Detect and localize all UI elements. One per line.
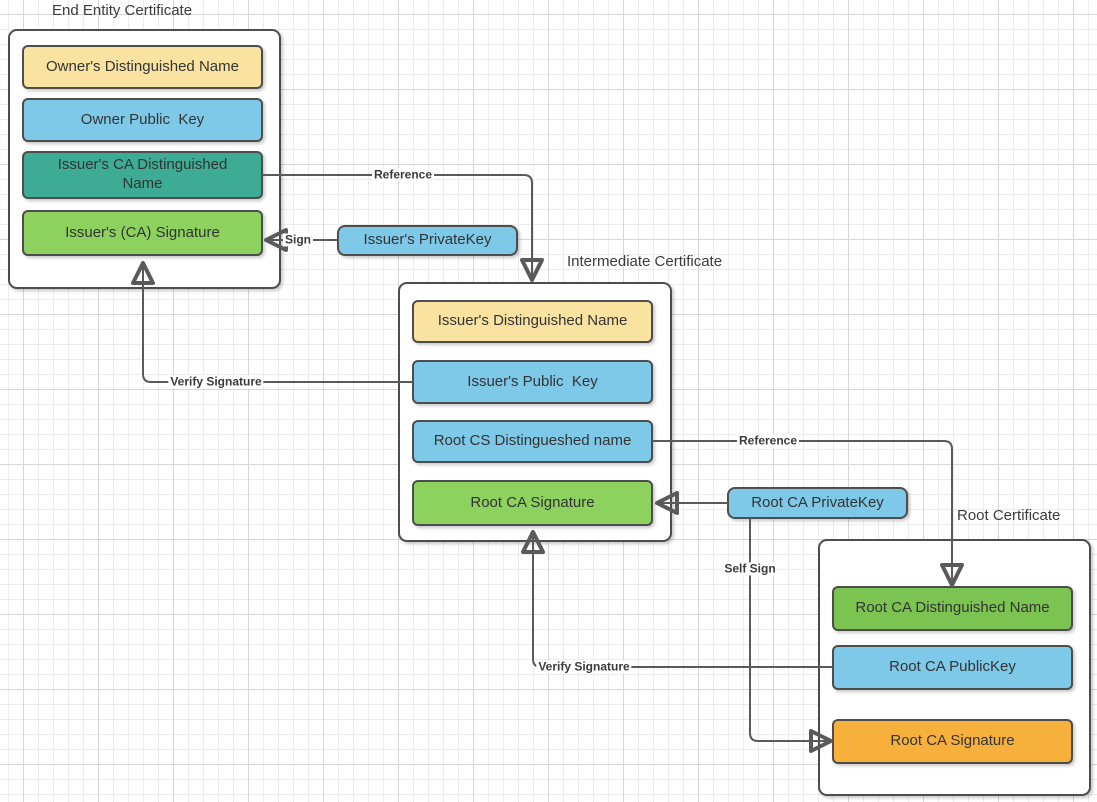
end-entity-certificate-title: End Entity Certificate	[52, 2, 193, 19]
node-issuers-public-key: Issuer's Public Key	[412, 360, 653, 404]
node-issuers-distinguished-name: Issuer's Distinguished Name	[412, 300, 653, 343]
edge-self-sign	[749, 518, 833, 753]
node-root-ca-publickey: Root CA PublicKey	[832, 645, 1073, 690]
node-issuers-privatekey: Issuer's PrivateKey	[337, 225, 518, 256]
node-owners-distinguished-name: Owner's Distinguished Name	[22, 45, 263, 89]
edge-label-verify-signature-intermediate: Verify Signature	[536, 659, 632, 674]
node-issuers-ca-signature: Issuer's (CA) Signature	[22, 210, 263, 256]
node-root-ca-privatekey: Root CA PrivateKey	[727, 487, 908, 519]
node-owner-public-key: Owner Public Key	[22, 98, 263, 142]
root-certificate-title: Root Certificate	[957, 507, 1061, 524]
node-issuers-ca-distinguished-name: Issuer's CA Distinguished Name	[22, 151, 263, 199]
node-root-cs-distingueshed-name: Root CS Distingueshed name	[412, 420, 653, 463]
node-root-ca-signature-root: Root CA Signature	[832, 719, 1073, 764]
edge-verify-signature-intermediate	[521, 530, 833, 668]
node-root-ca-signature-intermediate: Root CA Signature	[412, 480, 653, 526]
edge-label-sign: Sign	[283, 232, 313, 247]
node-root-ca-distinguished-name: Root CA Distinguished Name	[832, 586, 1073, 631]
edge-label-reference-to-intermediate: Reference	[371, 167, 435, 182]
edge-label-verify-signature-end-entity: Verify Signature	[168, 374, 264, 389]
edge-label-reference-to-root: Reference	[736, 433, 800, 448]
intermediate-certificate-title: Intermediate Certificate	[567, 253, 723, 270]
edge-label-self-sign: Self Sign	[722, 561, 778, 576]
